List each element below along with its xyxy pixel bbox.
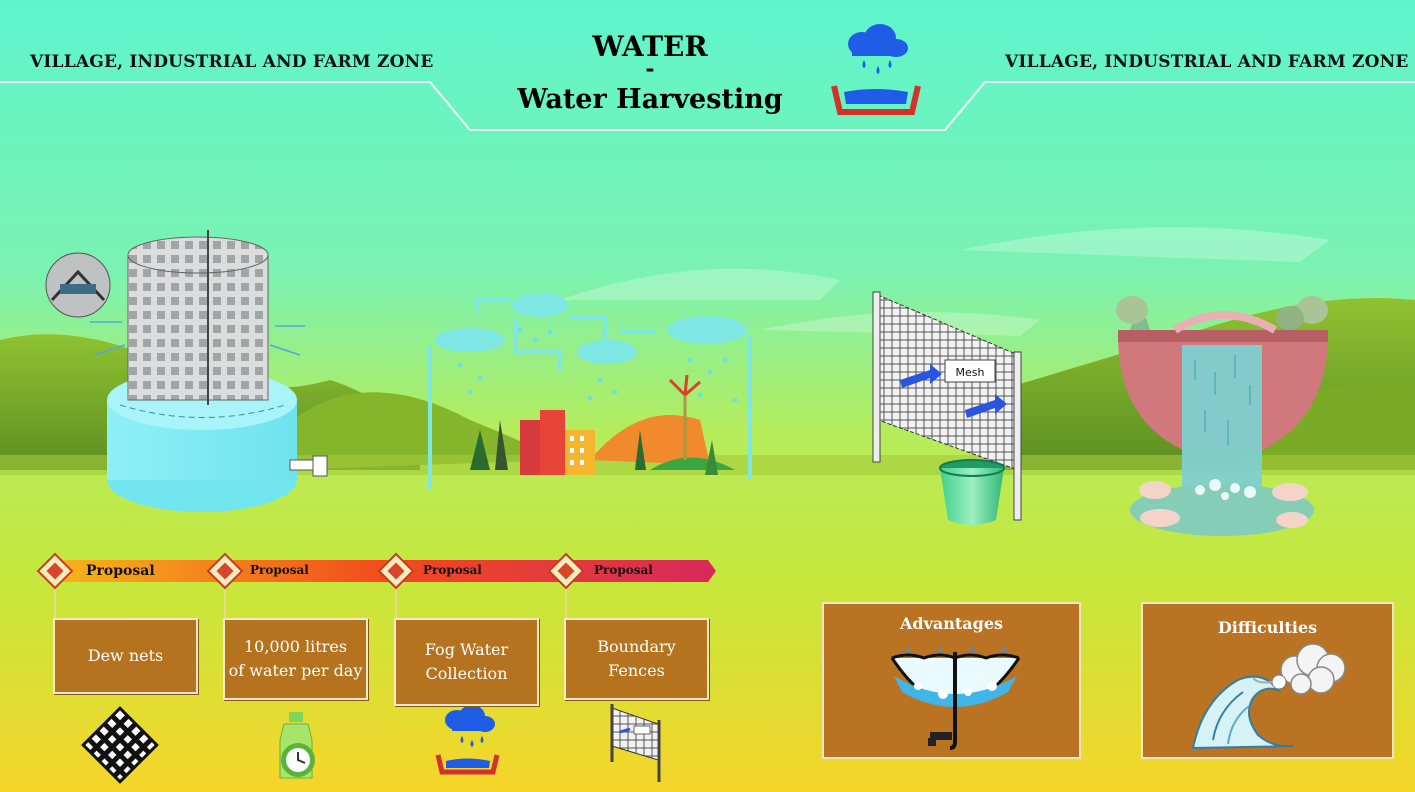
difficulties-panel[interactable]: Difficulties [1141, 602, 1394, 759]
fog-net-fence-icon [610, 704, 661, 782]
water-bottle-clock-icon [279, 712, 315, 779]
title-dash: - [645, 56, 655, 82]
wave-cloud-icon [1191, 643, 1346, 750]
proposal-tag-2: Proposal [250, 563, 309, 577]
proposal-card-fog-water[interactable]: Fog Water Collection [394, 618, 539, 706]
dew-tower-illustration [45, 230, 328, 512]
page-title: WATER [592, 30, 708, 63]
proposal-tag-4: Proposal [594, 563, 653, 577]
proposal-card-label: Fog Water Collection [424, 640, 509, 683]
difficulties-title: Difficulties [1217, 618, 1318, 637]
advantages-panel[interactable]: Advantages [822, 602, 1081, 759]
timeline-marker-4 [547, 552, 585, 590]
mesh-sign-text: Mesh [956, 366, 985, 379]
proposal-tag-3: Proposal [423, 563, 482, 577]
timeline-marker-3 [377, 552, 415, 590]
proposal-card-label: 10,000 litres of water per day [228, 637, 363, 680]
timeline-marker-2 [206, 552, 244, 590]
proposal-card-water-per-day[interactable]: 10,000 litres of water per day [223, 618, 368, 700]
fog-cloud-town-illustration [428, 293, 752, 490]
net-mesh-icon [81, 706, 159, 784]
proposal-card-boundary-fences[interactable]: Boundary Fences [564, 618, 709, 700]
umbrella-collector-icon [890, 646, 1021, 750]
proposal-card-label: Dew nets [87, 646, 164, 665]
zone-label-right: VILLAGE, INDUSTRIAL AND FARM ZONE [1005, 52, 1409, 72]
page-subtitle: Water Harvesting [517, 84, 783, 115]
advantages-title: Advantages [899, 614, 1004, 633]
rain-cloud-basin-icon [831, 24, 921, 115]
timeline-marker-1 [36, 552, 74, 590]
proposal-tag-1: Proposal [86, 563, 155, 579]
zone-label-left: VILLAGE, INDUSTRIAL AND FARM ZONE [30, 52, 434, 72]
proposal-card-label: Boundary Fences [597, 637, 676, 680]
proposal-card-dew-nets[interactable]: Dew nets [53, 618, 198, 694]
waterfall-island-illustration [1116, 296, 1328, 536]
timeline-bar [36, 552, 716, 620]
rain-cloud-basin-icon-bottom [435, 705, 500, 775]
fog-net-illustration: Mesh [872, 291, 1022, 525]
